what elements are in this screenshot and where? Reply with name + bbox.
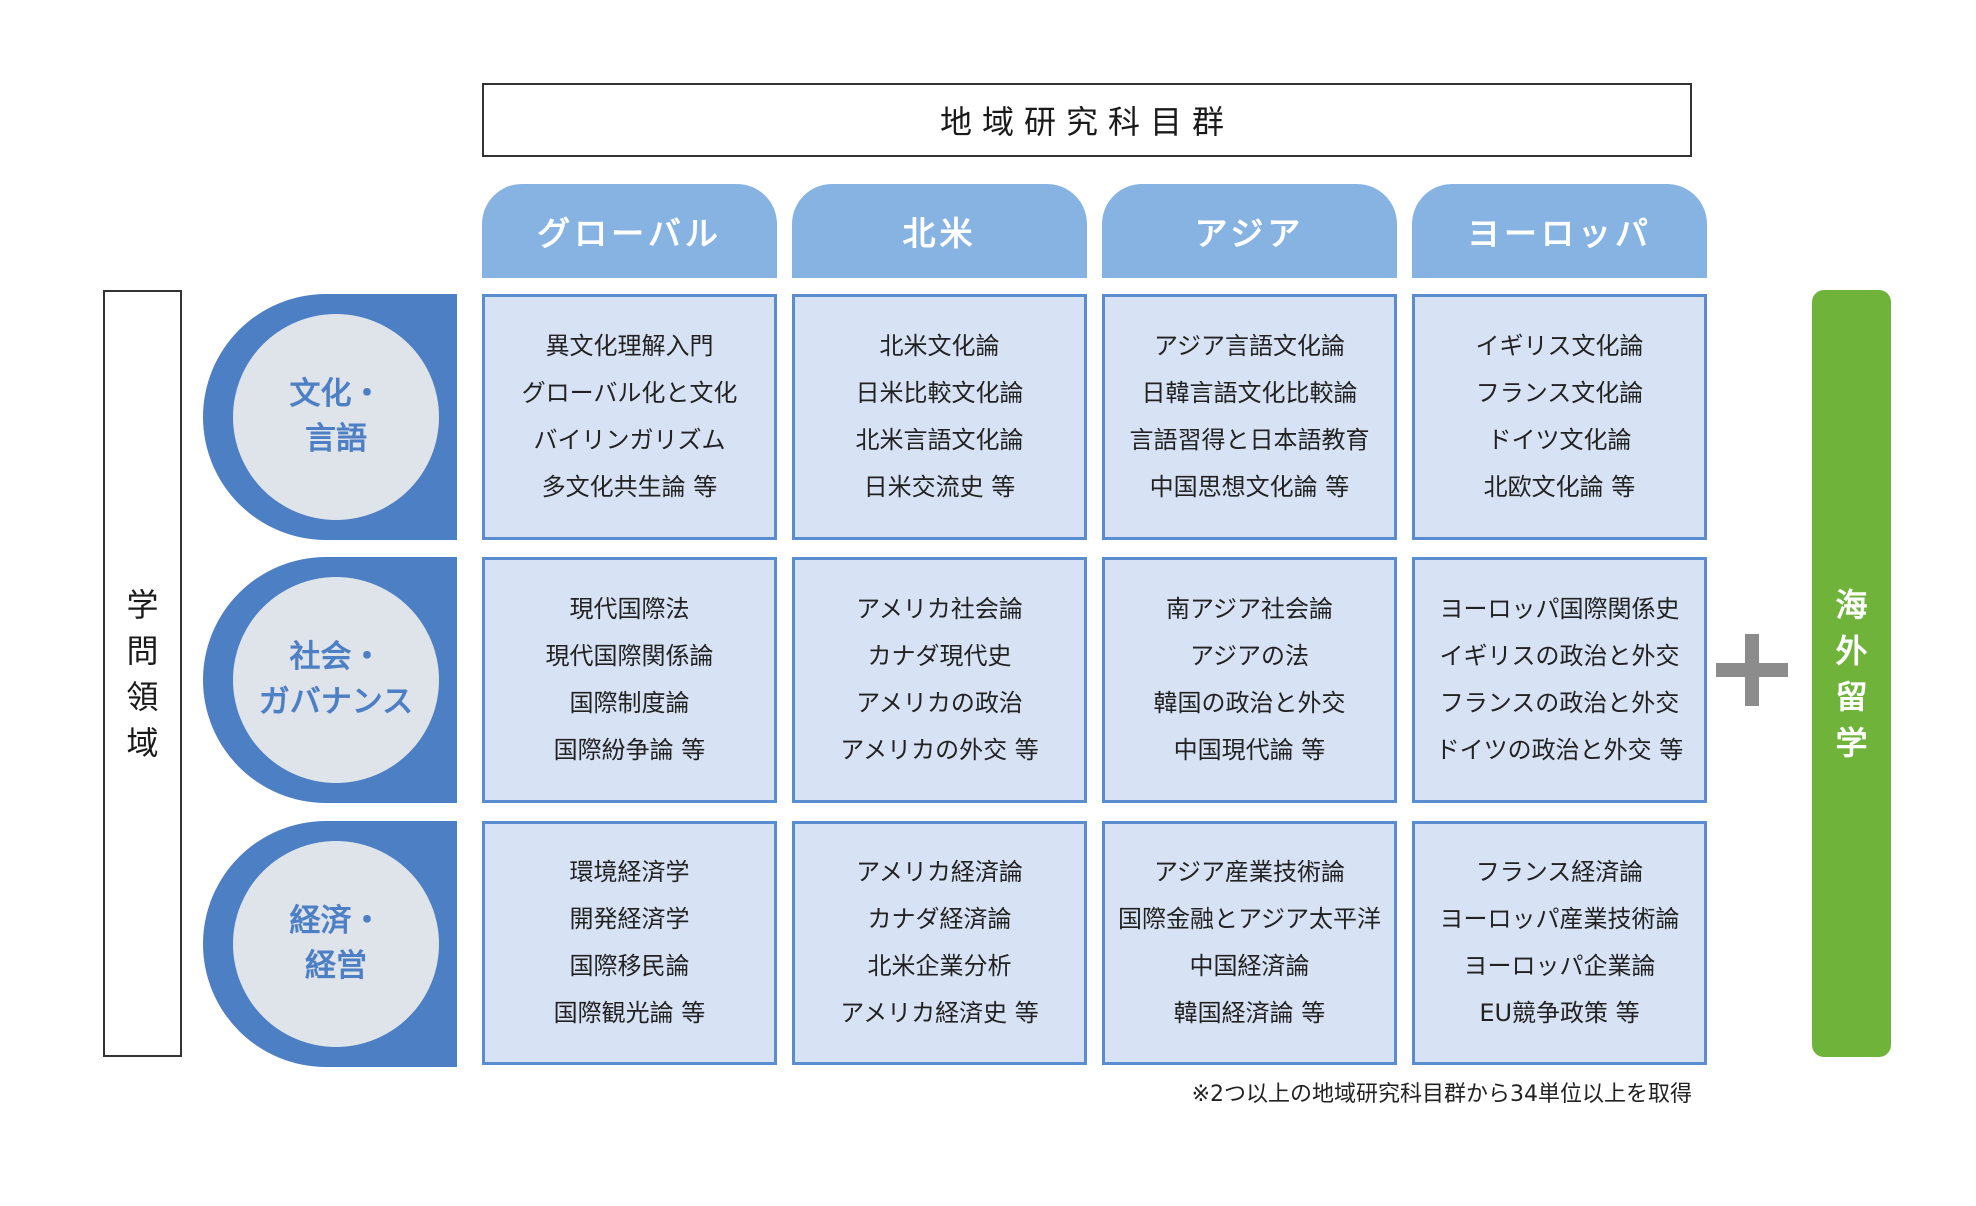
course-cell-society-governance-global: 現代国際法現代国際関係論国際制度論国際紛争論 等: [482, 557, 777, 803]
domain-label-line: 経営: [305, 948, 367, 984]
course-name: 国際紛争論 等: [553, 736, 706, 764]
course-name: EU競争政策 等: [1479, 999, 1640, 1027]
course-name: ドイツ文化論: [1487, 426, 1632, 454]
course-cell-society-governance-europe: ヨーロッパ国際関係史イギリスの政治と外交フランスの政治と外交ドイツの政治と外交 …: [1412, 557, 1707, 803]
region-tab-global: グローバル: [482, 184, 777, 278]
course-name: 中国思想文化論 等: [1149, 473, 1350, 501]
course-name: 現代国際法: [569, 595, 690, 623]
course-name: 韓国の政治と外交: [1153, 689, 1346, 717]
course-name: 言語習得と日本語教育: [1129, 426, 1370, 454]
credit-requirement-note: ※2つ以上の地域研究科目群から34単位以上を取得: [1191, 1082, 1692, 1107]
course-cell-economics-management-europe: フランス経済論ヨーロッパ産業技術論ヨーロッパ企業論 EU競争政策 等: [1412, 821, 1707, 1065]
course-name: 中国現代論 等: [1173, 736, 1326, 764]
course-name: 日米交流史 等: [863, 473, 1016, 501]
course-name: 異文化理解入門: [545, 332, 714, 360]
course-name: 北米言語文化論: [855, 426, 1024, 454]
course-name: フランス文化論: [1475, 379, 1644, 407]
course-name: 多文化共生論 等: [541, 473, 718, 501]
academic-field-label: 学問領域: [103, 290, 182, 1057]
study-abroad-box: 海外留学: [1812, 290, 1891, 1057]
course-name: 国際観光論 等: [553, 999, 706, 1027]
course-name: 北米文化論: [879, 332, 1000, 360]
course-name: ヨーロッパ産業技術論: [1439, 905, 1680, 933]
domain-society-governance: 社会・ ガバナンス: [203, 557, 457, 803]
domain-culture-language: 文化・ 言語: [203, 294, 457, 540]
course-cell-economics-management-north-america: アメリカ経済論カナダ経済論北米企業分析アメリカ経済史 等: [792, 821, 1087, 1065]
course-name: ドイツの政治と外交 等: [1435, 736, 1684, 764]
domain-label-line: ガバナンス: [258, 684, 414, 720]
course-name: 中国経済論: [1189, 952, 1310, 980]
course-name: ヨーロッパ国際関係史: [1439, 595, 1680, 623]
course-name: 日米比較文化論: [855, 379, 1024, 407]
course-name: イギリスの政治と外交: [1439, 642, 1680, 670]
course-cell-economics-management-global: 環境経済学開発経済学国際移民論国際観光論 等: [482, 821, 777, 1065]
course-cell-economics-management-asia: アジア産業技術論国際金融とアジア太平洋中国経済論韓国経済論 等: [1102, 821, 1397, 1065]
domain-label-line: 言語: [305, 421, 367, 457]
domain-circle: 経済・ 経営: [233, 841, 439, 1047]
course-name: 日韓言語文化比較論: [1141, 379, 1358, 407]
course-name: アメリカ経済史 等: [840, 999, 1039, 1027]
academic-field-text: 学問領域: [126, 585, 159, 762]
course-cell-culture-language-north-america: 北米文化論日米比較文化論北米言語文化論日米交流史 等: [792, 294, 1087, 540]
course-name: アジア言語文化論: [1153, 332, 1346, 360]
course-name: 北米企業分析: [867, 952, 1012, 980]
course-name: 国際移民論: [569, 952, 690, 980]
course-cell-culture-language-asia: アジア言語文化論日韓言語文化比較論言語習得と日本語教育中国思想文化論 等: [1102, 294, 1397, 540]
domain-label-line: 社会・: [289, 639, 383, 675]
course-name: アメリカ経済論: [856, 858, 1023, 886]
course-name: バイリンガリズム: [533, 426, 726, 454]
course-name: フランスの政治と外交: [1439, 689, 1680, 717]
course-name: アジア産業技術論: [1153, 858, 1346, 886]
course-name: 現代国際関係論: [545, 642, 714, 670]
course-name: 韓国経済論 等: [1173, 999, 1326, 1027]
study-abroad-text: 海外留学: [1835, 585, 1868, 762]
domain-circle: 文化・ 言語: [233, 314, 439, 520]
course-name: ヨーロッパ企業論: [1463, 952, 1656, 980]
region-tab-north-america: 北米: [792, 184, 1087, 278]
course-name: 北欧文化論 等: [1483, 473, 1636, 501]
course-name: 環境経済学: [569, 858, 690, 886]
course-name: フランス経済論: [1475, 858, 1644, 886]
course-cell-society-governance-asia: 南アジア社会論アジアの法韓国の政治と外交中国現代論 等: [1102, 557, 1397, 803]
course-name: アメリカ社会論: [856, 595, 1023, 623]
domain-label-line: 文化・: [289, 376, 383, 412]
course-name: カナダ経済論: [867, 905, 1012, 933]
subject-group-title: 地域研究科目群: [482, 83, 1692, 157]
course-name: グローバル化と文化: [521, 379, 738, 407]
course-cell-society-governance-north-america: アメリカ社会論カナダ現代史アメリカの政治アメリカの外交 等: [792, 557, 1087, 803]
course-name: 南アジア社会論: [1165, 595, 1334, 623]
course-name: 国際制度論: [569, 689, 690, 717]
domain-circle: 社会・ ガバナンス: [233, 577, 439, 783]
course-name: アメリカの政治: [856, 689, 1023, 717]
region-tab-europe: ヨーロッパ: [1412, 184, 1707, 278]
course-name: アメリカの外交 等: [840, 736, 1039, 764]
domain-economics-management: 経済・ 経営: [203, 821, 457, 1067]
course-name: アジアの法: [1189, 642, 1310, 670]
course-cell-culture-language-europe: イギリス文化論フランス文化論ドイツ文化論北欧文化論 等: [1412, 294, 1707, 540]
plus-icon: [1716, 634, 1788, 706]
course-name: カナダ現代史: [867, 642, 1012, 670]
region-tab-asia: アジア: [1102, 184, 1397, 278]
course-cell-culture-language-global: 異文化理解入門グローバル化と文化バイリンガリズム多文化共生論 等: [482, 294, 777, 540]
domain-label-line: 経済・: [289, 903, 383, 939]
course-name: イギリス文化論: [1475, 332, 1644, 360]
course-name: 国際金融とアジア太平洋: [1117, 905, 1382, 933]
course-name: 開発経済学: [569, 905, 690, 933]
